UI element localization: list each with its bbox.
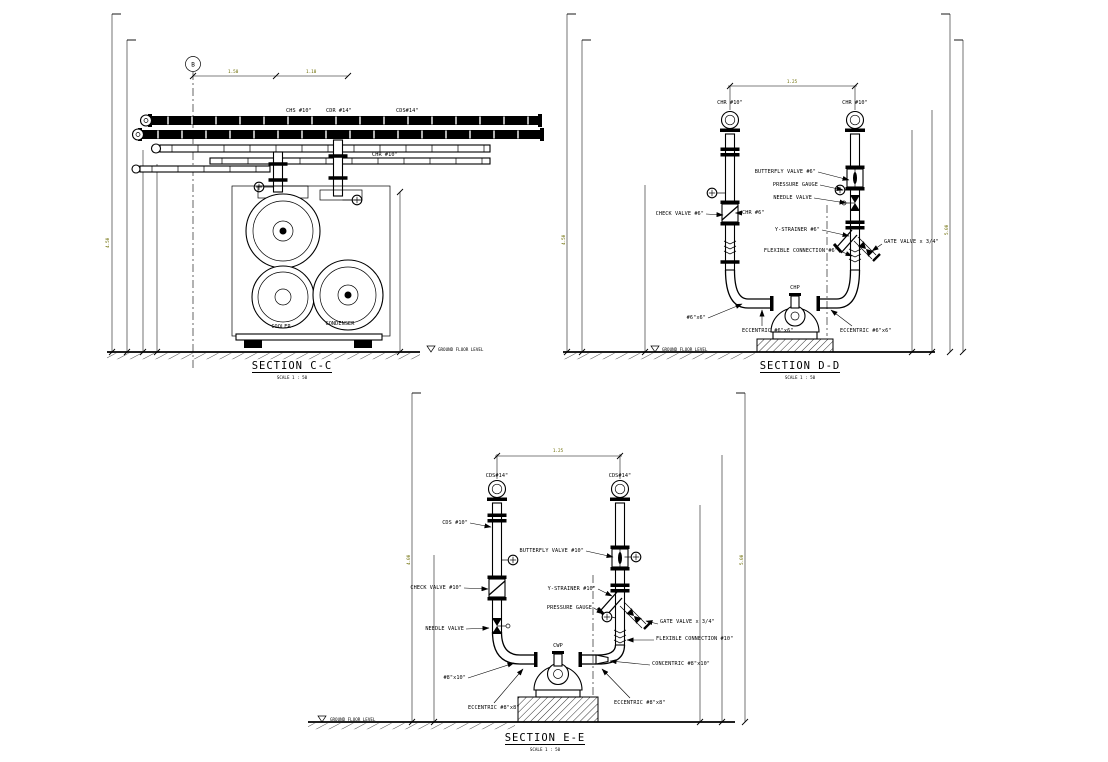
dd-callout-eccentric-left: ECCENTRIC #6"x6" [742, 328, 794, 334]
ee-height-right-text: 5.00 [739, 554, 745, 565]
dd-callouts: CHECK VALVE #6" CHR #6" BUTTERFLY VALVE … [656, 169, 939, 334]
ee-pressure-gauge-icon [601, 611, 613, 623]
ee-left-riser-cap [486, 479, 508, 502]
ee-ground: GROUND FLOOR LEVEL [308, 715, 735, 730]
dd-ground-label: GROUND FLOOR LEVEL [662, 347, 708, 352]
ee-butterfly-valve-icon [609, 544, 631, 572]
ee-scale-label: SCALE 1 : 50 [530, 747, 561, 752]
cc-pipe-label-chs: CHS #10" [286, 108, 312, 114]
ee-riser-right-label: CDS#14" [609, 473, 632, 479]
dd-title-block: SECTION D-D SCALE 1 : 50 [760, 360, 841, 380]
cc-scale-label: SCALE 1 : 50 [277, 375, 308, 380]
cc-section-title: SECTION C-C [252, 360, 333, 372]
dd-callout-check-valve: CHECK VALVE #6" [656, 211, 704, 217]
cc-left-gauge-icon [253, 181, 265, 193]
cc-height-dim-text: 4.50 [105, 237, 111, 248]
ee-callout-check-valve: CHECK VALVE #10" [410, 585, 462, 591]
cc-ground-label: GROUND FLOOR LEVEL [438, 347, 484, 352]
cc-grid-bubble-label: B [191, 62, 195, 69]
ee-callout-reducer: #8"x10" [443, 675, 466, 681]
dd-dimension-lines: 4.50 5.00 1.25 [561, 13, 967, 356]
ee-left-riser: CDS#14" [486, 473, 538, 667]
cc-right-riser-flange2 [328, 176, 348, 180]
ee-callout-needle-valve: NEEDLE VALVE [425, 626, 464, 632]
ee-pump-label: CWP [553, 643, 563, 649]
ee-ground-label: GROUND FLOOR LEVEL [330, 717, 376, 722]
dd-riser-left-label: CHR #10" [717, 100, 743, 106]
ee-callout-pipe-tag: CDS #10" [442, 520, 468, 526]
section-cc: 4.50 1.50 1.10 B [105, 13, 544, 380]
ee-callout-gate-valve: GATE VALVE x 3/4" [660, 619, 715, 625]
cc-right-riser-flange [328, 154, 348, 158]
dd-section-title: SECTION D-D [760, 360, 841, 372]
dd-height-right-text: 5.00 [944, 224, 950, 235]
ee-pump: CWP [517, 643, 599, 723]
cc-ground: GROUND FLOOR LEVEL [107, 345, 484, 360]
ee-right-riser: CDS#14" [578, 473, 652, 697]
cc-condenser-label: CONDENSER [325, 321, 355, 327]
ee-riser-left-label: CDS#14" [486, 473, 509, 479]
ee-check-valve-icon [486, 574, 508, 602]
dd-pressure-gauge-icon [834, 184, 846, 196]
ee-height-left-text: 4.00 [406, 554, 412, 565]
dd-butterfly-valve-icon [844, 164, 866, 192]
ee-title-block: SECTION E-E SCALE 1 : 50 [505, 732, 586, 752]
dd-left-lower-flange [720, 260, 740, 264]
ee-concentric-reducer [595, 654, 609, 665]
dd-height-left-text: 4.50 [561, 234, 567, 245]
cc-pipe-runs: CHS #10" CDR #14" CDS#14" CHR #10" [131, 108, 544, 174]
dd-right-riser-cap [844, 110, 866, 133]
dd-left-riser: CHR #10" [706, 100, 774, 311]
ee-callout-flex-connection: FLEXIBLE CONNECTION #10" [656, 636, 733, 642]
cc-grid-line: B [185, 56, 201, 368]
ee-callouts: CDS #10" CHECK VALVE #10" NEEDLE VALVE #… [410, 520, 733, 711]
dd-pump: CHP [756, 285, 834, 353]
dd-callout-gate-valve: GATE VALVE x 3/4" [884, 239, 939, 245]
dd-riser-right-label: CHR #10" [842, 100, 868, 106]
ee-right-riser-cap [609, 479, 631, 502]
cc-left-riser-flange2 [268, 178, 288, 182]
dd-callout-pipe-tag: CHR #6" [742, 210, 765, 216]
dd-callout-y-strainer: Y-STRAINER #6" [775, 227, 820, 233]
dd-left-gauge-icon [706, 187, 718, 199]
section-dd: 4.50 5.00 1.25 CHR #10" [561, 13, 967, 380]
ee-callout-concentric: CONCENTRIC #8"x10" [652, 661, 710, 667]
ee-callout-pressure-gauge: PRESSURE GAUGE [547, 605, 592, 611]
ee-left-gauge-icon [507, 554, 519, 566]
dd-gate-valve-drain [853, 236, 881, 262]
cc-cooler-label: COOLER [271, 324, 291, 330]
cc-top-dim-left-text: 1.50 [228, 69, 239, 75]
cc-chiller-unit: COOLER CONDENSER [231, 185, 391, 348]
cc-risers [253, 139, 363, 206]
dd-callout-reducer: #6"x6" [687, 315, 706, 321]
cc-top-dim-right-text: 1.10 [306, 69, 317, 75]
ee-top-dim-text: 1.25 [553, 448, 564, 454]
dd-top-dim-text: 1.25 [787, 79, 798, 85]
cc-pipe-label-chr: CHR #10" [372, 152, 398, 158]
ee-callout-eccentric-right: ECCENTRIC #8"x8" [614, 700, 666, 706]
dd-callout-pressure-gauge: PRESSURE GAUGE [773, 182, 818, 188]
section-ee: 4.00 5.00 1.25 CDS#14" [308, 392, 749, 752]
dd-pump-label: CHP [790, 285, 800, 291]
cc-pipe-label-cdr: CDR #14" [326, 108, 352, 114]
cc-pipe-label-cds: CDS#14" [396, 108, 419, 114]
dd-ground: GROUND FLOOR LEVEL [563, 345, 935, 360]
cc-title-block: SECTION C-C SCALE 1 : 50 [252, 360, 333, 380]
dd-right-riser: CHR #10" [816, 100, 881, 336]
dd-scale-label: SCALE 1 : 50 [785, 375, 816, 380]
ee-butterfly-gear-icon [630, 551, 642, 563]
cc-left-riser-flange [268, 162, 288, 166]
ee-callout-butterfly: BUTTERFLY VALVE #10" [520, 548, 584, 554]
dd-callout-flex-connection: FLEXIBLE CONNECTION #6" [764, 248, 838, 254]
ee-callout-eccentric-left: ECCENTRIC #8"x8" [468, 705, 520, 711]
dd-callout-butterfly: BUTTERFLY VALVE #6" [755, 169, 816, 175]
dd-callout-needle-valve: NEEDLE VALVE [773, 195, 812, 201]
dd-left-riser-cap [719, 110, 741, 133]
ee-callout-y-strainer: Y-STRAINER #10" [548, 586, 596, 592]
ee-section-title: SECTION E-E [505, 732, 586, 744]
dd-callout-eccentric-right: ECCENTRIC #6"x6" [840, 328, 892, 334]
